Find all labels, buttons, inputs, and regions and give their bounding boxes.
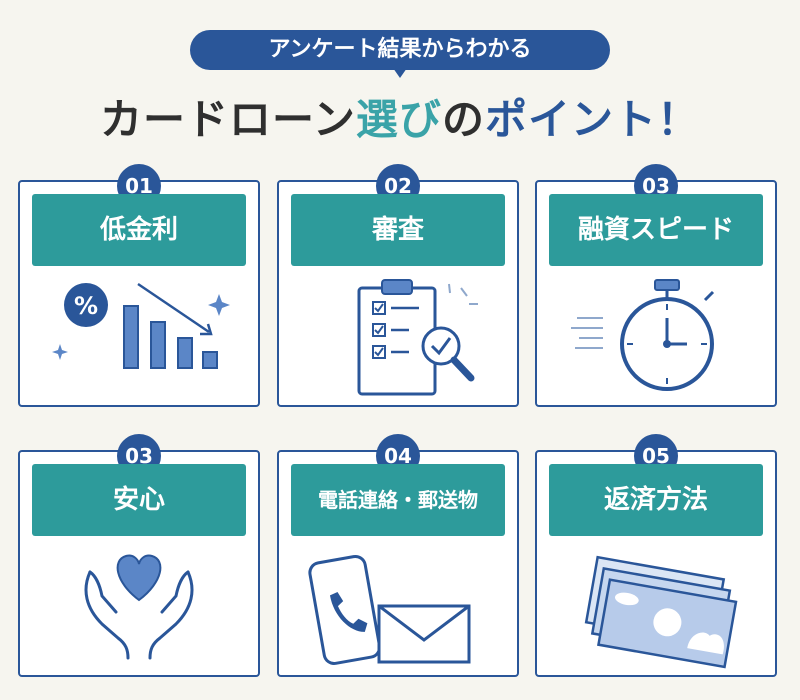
page-title: カードローン選びのポイント！ [0,86,800,147]
phone-mail-icon [308,554,471,665]
card-label: 安心 [32,464,246,536]
card-peace-of-mind: 03 安心 [18,434,260,677]
card-label: 低金利 [32,194,246,266]
heart-hands-icon [84,554,194,660]
card-label: 電話連絡・郵送物 [291,464,505,536]
card-label: 返済方法 [549,464,763,536]
banknote-icon [584,555,738,669]
card-label: 融資スピード [549,194,763,266]
stopwatch-icon [571,279,715,391]
title-part3: ポイント！ [484,95,700,144]
card-contact-mail: 04 電話連絡・郵送物 [277,434,519,677]
survey-badge: アンケート結果からわかる [190,30,610,70]
card-low-interest: 01 低金利 % [18,164,260,407]
title-part1: カードローン [100,95,356,144]
badge-tail [393,68,407,78]
clipboard-check-icon [357,279,478,396]
card-repayment-method: 05 返済方法 [535,434,777,677]
svg-text:%: % [74,292,98,320]
title-highlight: 選び [355,95,442,144]
title-part2: の [441,95,485,144]
card-screening: 02 審査 [277,164,519,407]
card-label: 審査 [291,194,505,266]
interest-rate-icon: % [52,282,230,369]
card-loan-speed: 03 融資スピード [535,164,777,407]
